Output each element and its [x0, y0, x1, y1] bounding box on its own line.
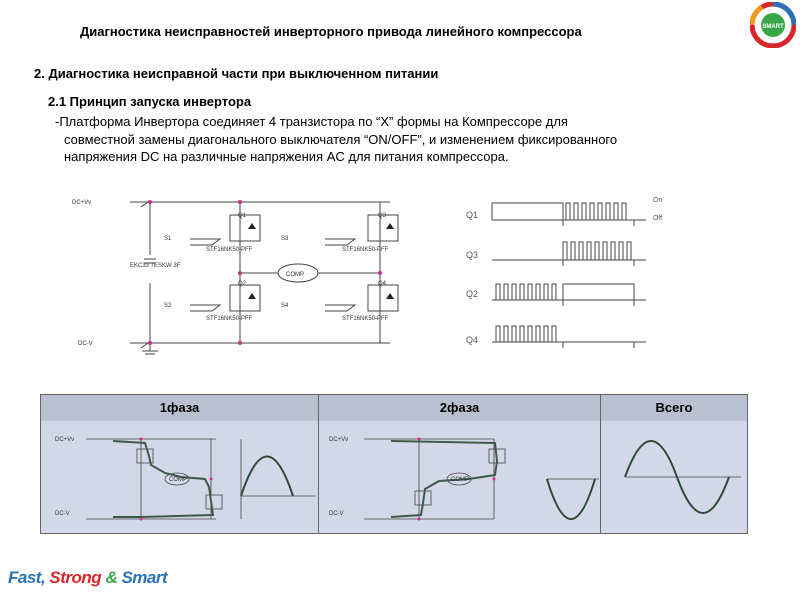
- phase-1-diagram: DC+Vv DC-V COMP: [55, 437, 316, 521]
- brand-logo: Fast, Strong & Smart: [8, 568, 168, 588]
- capacitor-label: EKC33 7ESKW 3F: [130, 263, 181, 269]
- section-heading: 2. Диагностика неисправной части при вык…: [34, 66, 439, 81]
- logo-amp: &: [105, 568, 118, 587]
- paragraph-line-2: совместной замены диагонального выключат…: [64, 131, 618, 147]
- badge-text: SMART: [762, 24, 784, 30]
- s3-label: S3: [281, 236, 289, 242]
- phase-table-body: DC+Vv DC-V COMP: [41, 421, 747, 533]
- timing-row-label-q3: Q3: [466, 250, 478, 260]
- part-label-q2: STF16NK50-PFF: [206, 316, 253, 322]
- legend-off: Off: [653, 215, 662, 222]
- part-label-q4: STF16NK50-PFF: [342, 316, 389, 322]
- phase-1-dc-minus: DC-V: [55, 511, 70, 517]
- phase-2-diagram: DC+Vv DC-V COMP: [329, 437, 599, 521]
- header-phase-1: 1фаза: [41, 395, 319, 421]
- subsection-heading: 2.1 Принцип запуска инвертора: [48, 94, 252, 109]
- phase-2-comp: COMP: [451, 477, 469, 483]
- smart-badge-icon: SMART: [750, 2, 796, 48]
- part-label-q1: STF16NK50-PFF: [206, 247, 253, 253]
- phase-2-dc-plus: DC+Vv: [329, 437, 348, 443]
- inverter-circuit-diagram: DC+Vv DC-V EKC33 7ESKW 3F COMP Q1 Q2 Q3 …: [72, 200, 399, 355]
- timing-row-label-q4: Q4: [466, 335, 478, 345]
- s4-label: S4: [281, 303, 289, 309]
- phase-1-cell: DC+Vv DC-V COMP: [41, 421, 319, 533]
- phase-1-dc-plus: DC+Vv: [55, 437, 74, 443]
- logo-strong: Strong: [49, 568, 102, 587]
- phase-1-comp: COMP: [169, 477, 187, 483]
- s1-label: S1: [164, 236, 172, 242]
- timing-diagram: Q1 Q3 Q2 Q4 On Off: [466, 197, 662, 348]
- paragraph-line-1: -Платформа Инвертора соединяет 4 транзис…: [55, 114, 568, 129]
- part-label-q3: STF16NK50-PFF: [342, 247, 389, 253]
- comp-label: COMP: [286, 272, 304, 278]
- total-sine-wave: [624, 440, 741, 514]
- page-title: Диагностика неисправностей инверторного …: [80, 24, 582, 39]
- dc-minus-label: DC-V: [78, 341, 93, 347]
- header-total: Всего: [655, 400, 693, 415]
- dc-plus-label: DC+Vv: [72, 200, 91, 206]
- timing-row-label-q2: Q2: [466, 289, 478, 299]
- phase-2-dc-minus: DC-V: [329, 511, 344, 517]
- header-phase-2: 2фаза: [319, 395, 601, 421]
- logo-fast: Fast,: [8, 568, 46, 587]
- phase-table-header: 1фаза 2фаза Всего: [41, 395, 747, 422]
- legend-on: On: [653, 197, 662, 204]
- total-cell: [601, 421, 747, 533]
- description-paragraph: -Платформа Инвертора соединяет 4 транзис…: [55, 113, 755, 166]
- phase-2-cell: DC+Vv DC-V COMP: [319, 421, 601, 533]
- q3-label: Q3: [378, 213, 387, 219]
- timing-row-label-q1: Q1: [466, 210, 478, 220]
- q2-label: Q2: [238, 281, 247, 287]
- q1-label: Q1: [238, 213, 247, 219]
- s2-label: S2: [164, 303, 172, 309]
- q4-label: Q4: [378, 281, 387, 287]
- phase-table: 1фаза 2фаза Всего: [40, 394, 748, 534]
- logo-smart: Smart: [121, 568, 168, 587]
- paragraph-line-3: напряжения DC на различные напряжения AC…: [64, 149, 509, 164]
